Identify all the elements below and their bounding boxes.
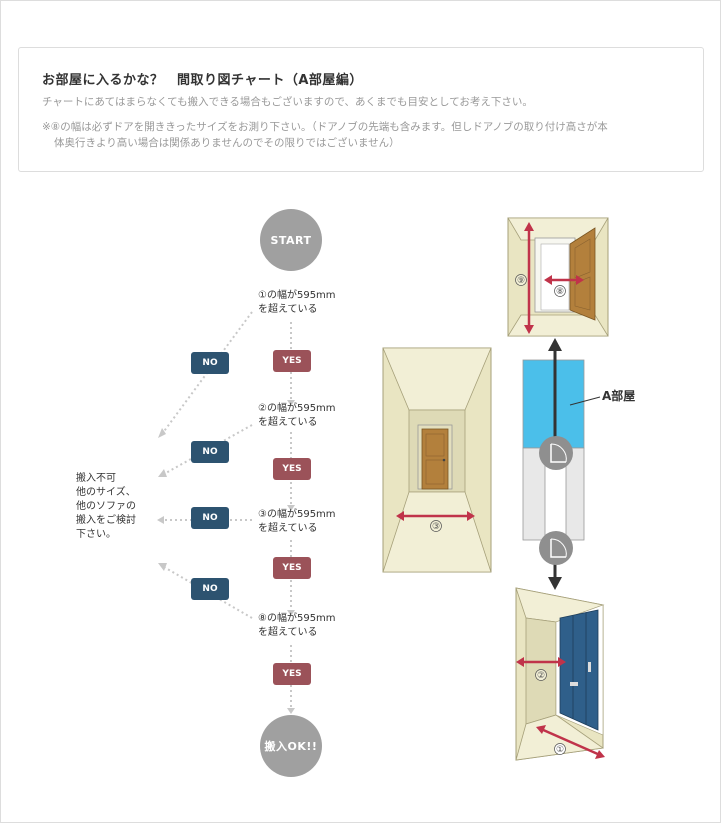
notice-line-2: ※⑧の幅は必ずドアを開ききったサイズをお測り下さい。（ドアノブの先端も含みます。… [42,121,608,133]
no-badge-4: NO [191,578,229,600]
yes-badge-3: YES [273,557,311,579]
step-3-line1: ③の幅が595mm [258,509,336,520]
step-4: ⑧の幅が595mm を超えている [258,612,336,640]
fail-note-line-1: 搬入不可 [76,473,116,484]
chart-title: お部屋に入るかな？ 間取り図チャート（A部屋編） [42,73,363,88]
no-badge-2: NO [191,441,229,463]
top-room-illustration: ⑨ ⑧ [507,217,609,337]
start-node: START [260,209,322,271]
marker-1: ① [556,745,564,755]
entrance-illustration: ② ① [515,587,605,761]
room-a-label: A部屋 [602,389,636,403]
step-4-line2: を超えている [258,627,318,638]
fail-note-line-5: 下さい。 [76,529,116,540]
marker-3: ③ [432,522,440,532]
step-3-line2: を超えている [258,523,318,534]
yes-badge-1: YES [273,350,311,372]
marker-8: ⑧ [556,287,564,297]
end-node: 搬入OK!! [260,715,322,777]
fail-note-line-4: 搬入をご検討 [76,515,136,526]
fail-note-line-3: 他のソファの [76,501,136,512]
step-1-line1: ①の幅が595mm [258,290,336,301]
notice-box: お部屋に入るかな？ 間取り図チャート（A部屋編） チャートにあてはまらなくても搬… [18,47,704,172]
step-3: ③の幅が595mm を超えている [258,508,336,536]
notice-line-1: チャートにあてはまらなくても搬入できる場合もございますので、あくまでも目安として… [42,96,533,108]
fail-note: 搬入不可 他のサイズ、 他のソファの 搬入をご検討 下さい。 [76,472,136,542]
notice-line-3: 体奥行きより高い場合は関係ありませんのでその限りではございません） [54,137,400,149]
step-1-line2: を超えている [258,304,318,315]
marker-9: ⑨ [517,276,525,286]
marker-2: ② [537,671,545,681]
step-2: ②の幅が595mm を超えている [258,402,336,430]
step-1: ①の幅が595mm を超えている [258,289,336,317]
step-2-line1: ②の幅が595mm [258,403,336,414]
corridor-illustration: ③ [382,347,492,573]
no-badge-1: NO [191,352,229,374]
no-badge-3: NO [191,507,229,529]
yes-badge-2: YES [273,458,311,480]
yes-badge-4: YES [273,663,311,685]
fail-note-line-2: 他のサイズ、 [76,487,136,498]
step-4-line1: ⑧の幅が595mm [258,613,336,624]
floor-plan [522,338,601,590]
step-2-line2: を超えている [258,417,318,428]
